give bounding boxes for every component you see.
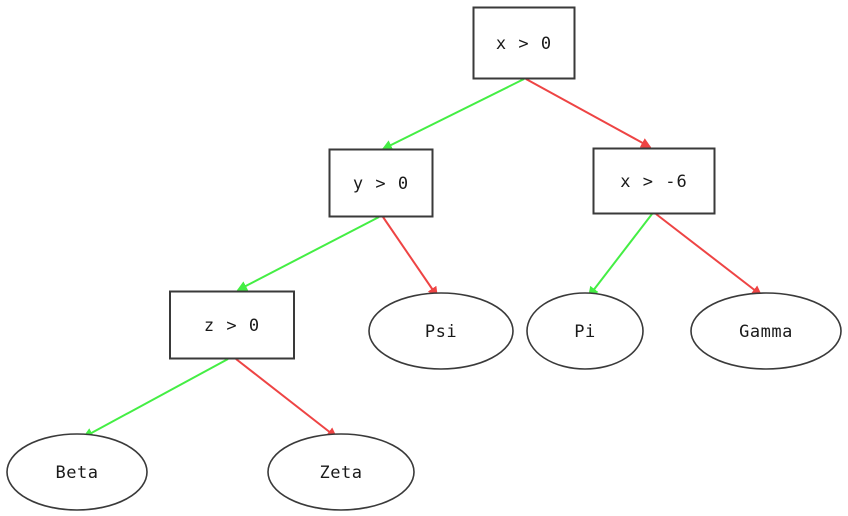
tree-node-beta[interactable]: Beta: [6, 433, 148, 511]
leaf-node-ellipse-gamma[interactable]: [690, 292, 842, 370]
decision-node-box-y-gt-0[interactable]: [328, 148, 434, 218]
node-label-psi: Psi: [425, 322, 457, 342]
tree-edge-true-z-gt-0-to-beta: [82, 358, 229, 438]
node-label-x-gt-neg6: x > -6: [620, 172, 687, 192]
node-label-zeta: Zeta: [320, 463, 363, 483]
tree-edge-true-x-gt-neg6-to-pi: [588, 213, 653, 298]
node-label-root: x > 0: [496, 34, 552, 54]
leaf-node-ellipse-beta[interactable]: [6, 433, 148, 511]
decision-node-box-root[interactable]: [472, 6, 576, 80]
leaf-node-ellipse-pi[interactable]: [526, 292, 644, 370]
tree-node-y-gt-0[interactable]: y > 0: [328, 148, 434, 218]
tree-node-psi[interactable]: Psi: [368, 292, 514, 370]
node-label-beta: Beta: [56, 463, 99, 483]
node-label-y-gt-0: y > 0: [353, 174, 409, 194]
tree-node-root[interactable]: x > 0: [472, 6, 576, 80]
tree-node-z-gt-0[interactable]: z > 0: [169, 290, 295, 360]
decision-node-box-z-gt-0[interactable]: [169, 290, 295, 360]
node-label-pi: Pi: [574, 322, 595, 342]
node-label-gamma: Gamma: [739, 322, 793, 342]
tree-edge-false-y-gt-0-to-psi: [382, 216, 438, 298]
leaf-node-ellipse-zeta[interactable]: [267, 433, 415, 511]
tree-node-gamma[interactable]: Gamma: [690, 292, 842, 370]
tree-edge-false-x-gt-neg6-to-gamma: [655, 213, 763, 296]
tree-node-zeta[interactable]: Zeta: [267, 433, 415, 511]
tree-edge-true-root-to-y-gt-0: [381, 78, 525, 150]
tree-node-x-gt-neg6[interactable]: x > -6: [592, 147, 716, 215]
decision-node-box-x-gt-neg6[interactable]: [592, 147, 716, 215]
leaf-node-ellipse-psi[interactable]: [368, 292, 514, 370]
node-label-z-gt-0: z > 0: [204, 316, 260, 336]
edges-layer: [82, 78, 763, 438]
tree-edge-false-root-to-x-gt-neg6: [525, 78, 652, 148]
tree-edge-true-y-gt-0-to-z-gt-0: [236, 216, 380, 291]
tree-node-pi[interactable]: Pi: [526, 292, 644, 370]
tree-edge-false-z-gt-0-to-zeta: [235, 358, 338, 438]
